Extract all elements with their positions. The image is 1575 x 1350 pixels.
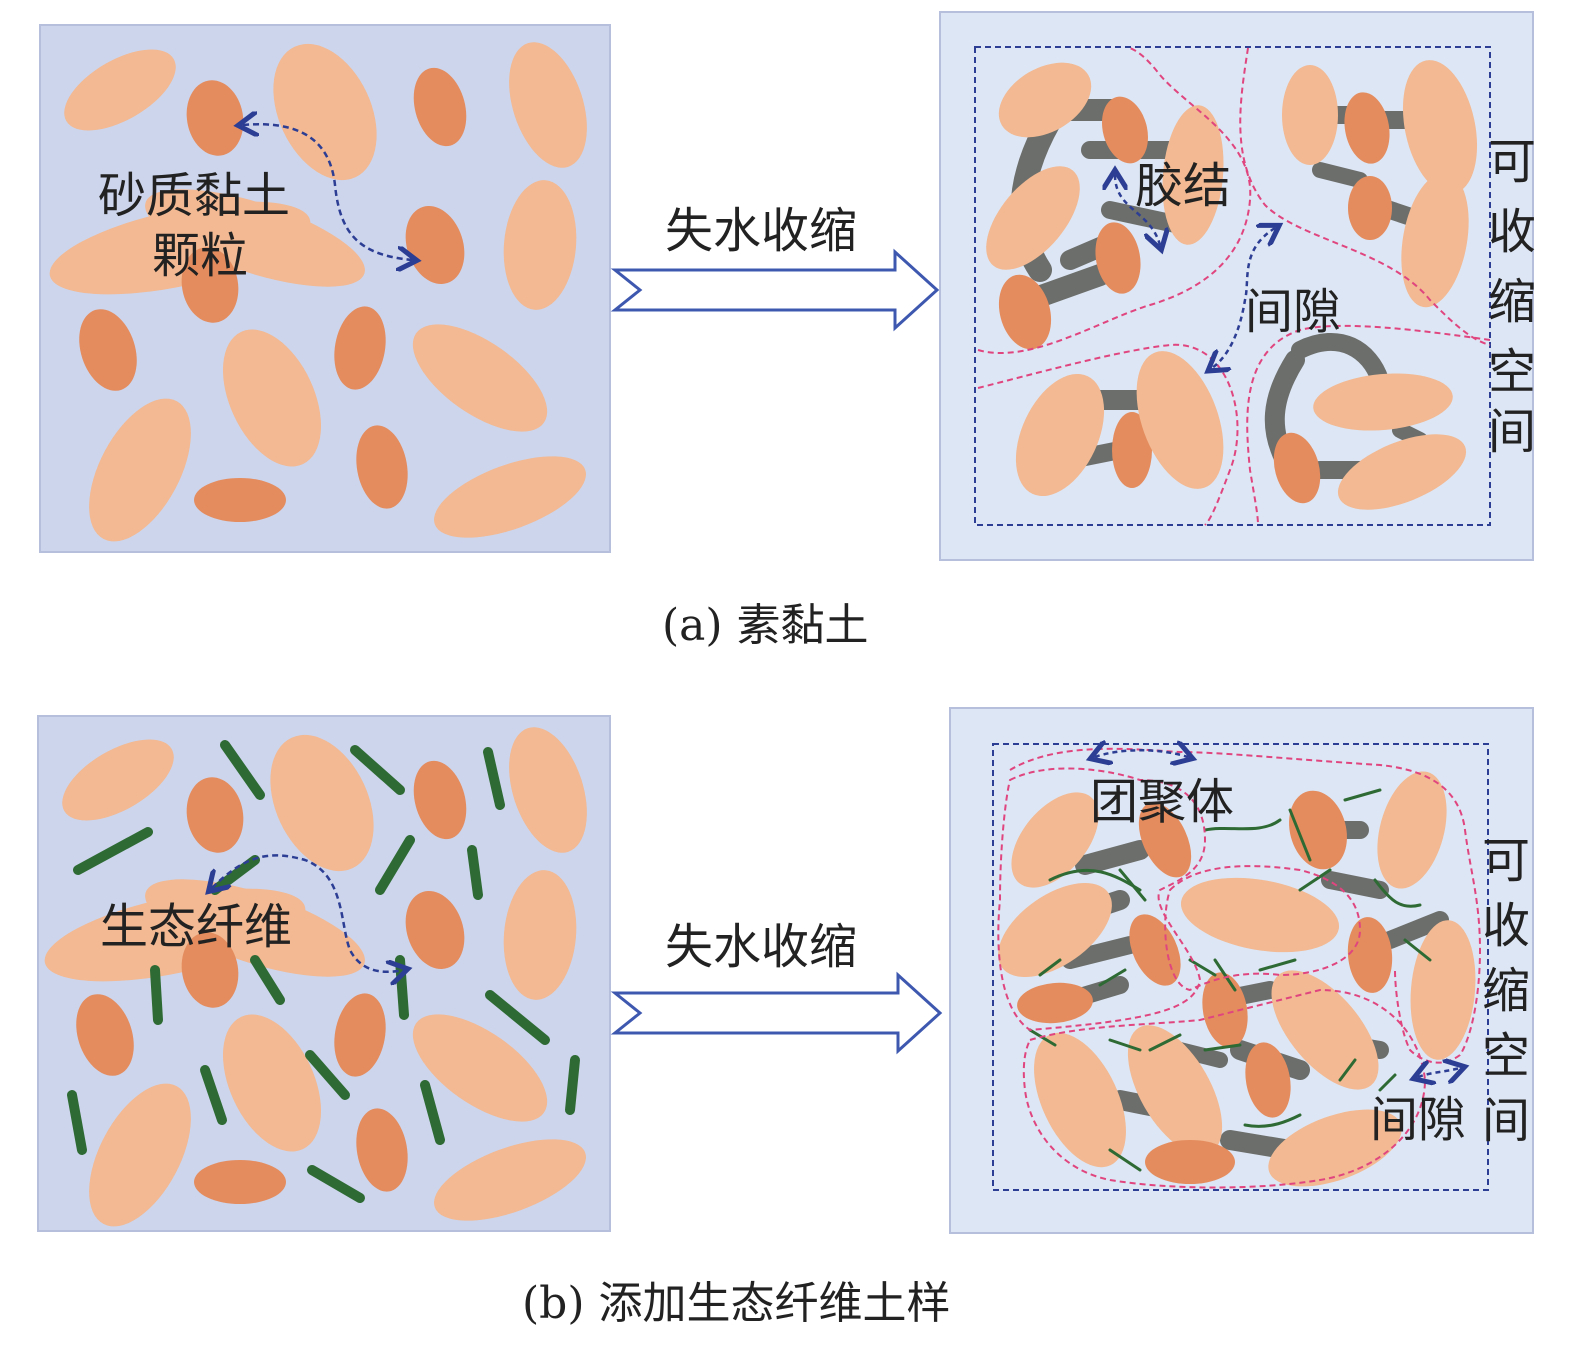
svg-text:间: 间	[1488, 404, 1536, 460]
svg-text:空: 空	[1482, 1028, 1530, 1084]
panel-b-shrunk-state: 团聚体 间隙 可 收 缩 空 间	[949, 707, 1534, 1234]
shrinkable-space-label-b: 可 收 缩 空 间	[1482, 833, 1530, 1149]
panel-a-shrunk-state: 胶结 间隙 可 收 缩 空 间	[939, 11, 1536, 561]
shrinkage-arrow-b: 失水收缩	[610, 919, 943, 1055]
panel-a: 砂质黏土 颗粒 失水收缩	[39, 11, 1536, 651]
clay-particle-label-line1: 砂质黏土	[98, 168, 290, 224]
cement-pointer-arrow	[1115, 175, 1160, 245]
pore-label-b: 间隙	[1370, 1092, 1466, 1148]
svg-text:空: 空	[1488, 344, 1536, 400]
clay-particle-label-line2: 颗粒	[152, 228, 248, 284]
particle-pointer-arrow	[243, 124, 412, 260]
arrow-label-b: 失水收缩	[665, 919, 857, 975]
original-boundary	[974, 46, 1491, 526]
shrinkage-arrow-a: 失水收缩	[610, 203, 940, 332]
fiber-network	[1028, 788, 1432, 1172]
shrinkable-space-label-a: 可 收 缩 空 间	[1488, 134, 1536, 460]
fiber-pointer-arrow	[212, 854, 403, 971]
caption-a: (a) 素黏土	[662, 600, 869, 651]
aggregate-particles	[998, 771, 1476, 1187]
svg-text:收: 收	[1488, 204, 1536, 260]
hollow-arrow-icon	[610, 248, 940, 332]
fiber-label: 生态纤维	[100, 899, 292, 955]
svg-text:间: 间	[1482, 1093, 1530, 1149]
svg-text:可: 可	[1488, 134, 1536, 190]
pore-pointer-arrow-a	[1212, 228, 1275, 368]
aggregate-label: 团聚体	[1090, 774, 1234, 830]
svg-text:可: 可	[1482, 833, 1530, 889]
aggregate-pointer-arrow	[1095, 750, 1188, 757]
panel-a-initial-state: 砂质黏土 颗粒	[39, 24, 611, 553]
hollow-arrow-icon	[610, 971, 943, 1055]
aggregate-boundaries-a	[977, 47, 1491, 526]
svg-text:缩: 缩	[1482, 963, 1530, 1019]
cement-label: 胶结	[1135, 158, 1231, 214]
svg-text:缩: 缩	[1488, 274, 1536, 330]
svg-text:收: 收	[1482, 898, 1530, 954]
pore-label-a: 间隙	[1245, 284, 1341, 340]
panel-b: 生态纤维 失水收缩	[37, 707, 1534, 1329]
arrow-label-a: 失水收缩	[665, 203, 857, 259]
panel-b-initial-state: 生态纤维	[37, 715, 611, 1232]
caption-b: (b) 添加生态纤维土样	[522, 1278, 950, 1329]
pore-pointer-arrow-b	[1418, 1068, 1460, 1077]
